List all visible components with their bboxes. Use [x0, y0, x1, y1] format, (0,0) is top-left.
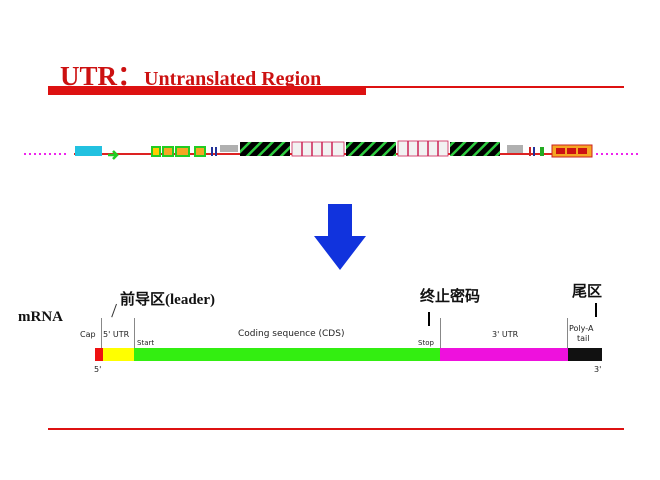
- utr5-label: 5' UTR: [103, 330, 130, 339]
- polya-label-line1: Poly-A: [569, 324, 594, 333]
- stop-codon-label: 终止密码: [420, 289, 481, 305]
- cds-segment: [134, 348, 440, 361]
- title-rule-thin: [48, 86, 624, 88]
- mrna-label: mRNA: [18, 309, 63, 325]
- utr3-label: 3' UTR: [492, 330, 519, 339]
- leader-label: 前导区(leader): [120, 292, 215, 308]
- cds-label: Coding sequence (CDS): [238, 329, 345, 339]
- utr3-segment: [440, 348, 568, 361]
- transcription-arrow-icon: [108, 150, 119, 160]
- cap-label: Cap: [80, 330, 96, 339]
- sep-stop: [440, 318, 441, 348]
- start-label: Start: [137, 339, 155, 347]
- sep-start: [134, 318, 135, 348]
- sep-cap: [101, 318, 102, 348]
- stop-label: Stop: [418, 339, 434, 347]
- tail-pointer: [595, 303, 597, 317]
- three-prime-end: 3': [594, 365, 602, 374]
- bottom-rule: [48, 428, 624, 430]
- hatched-block-3: [450, 142, 500, 156]
- title-sub: Untranslated Region: [144, 68, 322, 90]
- leader-pointer: [111, 303, 117, 318]
- promoter-box: [75, 146, 102, 156]
- utr5-segment: [103, 348, 134, 361]
- polya-label-line2: tail: [577, 334, 590, 343]
- sep-polya: [567, 318, 568, 348]
- hatched-block-1: [240, 142, 290, 156]
- gene-structure-diagram: [24, 140, 638, 160]
- polya-segment: [568, 348, 602, 361]
- five-prime-end: 5': [94, 365, 102, 374]
- title-rule-thick: [48, 88, 366, 95]
- stop-pointer: [428, 312, 430, 326]
- down-arrow-icon: [314, 204, 366, 270]
- cap-segment: [95, 348, 103, 361]
- hatched-block-2: [346, 142, 396, 156]
- tail-region-label: 尾区: [572, 284, 603, 300]
